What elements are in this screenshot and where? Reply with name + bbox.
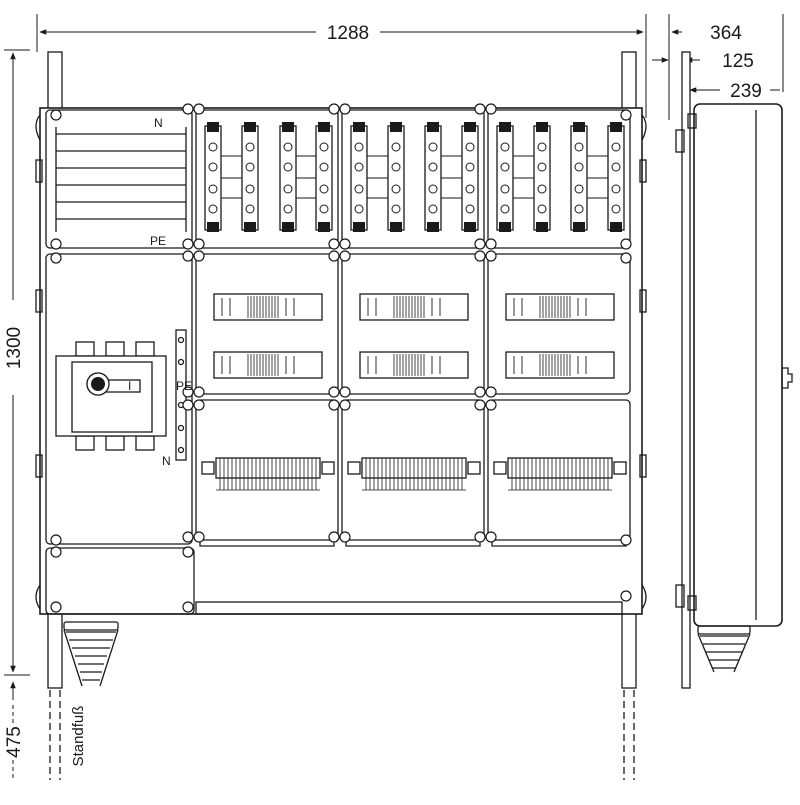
fuse-units — [204, 122, 625, 232]
dim-depth-125: 125 — [722, 51, 754, 72]
standfuss-label: Standfuß — [70, 706, 87, 767]
dim-depth-364: 364 — [710, 23, 742, 44]
mcb-rows — [213, 293, 615, 379]
terminal-pe-label: PE — [176, 379, 192, 393]
dimension-lines — [4, 14, 784, 780]
labels: N PE PE N I Standfuß — [70, 116, 192, 766]
busbar-pe-label: PE — [150, 234, 166, 248]
side-cable-gland — [697, 625, 751, 673]
side-view — [675, 51, 793, 689]
terminal-n-label: N — [162, 454, 171, 468]
dim-foot-475: 475 — [4, 726, 25, 758]
terminal-blocks — [201, 457, 627, 491]
main-switch — [55, 341, 167, 451]
busbar-n-label: N — [154, 116, 163, 130]
dim-height-1300: 1300 — [4, 327, 25, 369]
switch-on-label: I — [128, 379, 131, 393]
dimension-labels: 1288 364 125 239 1300 475 — [4, 23, 762, 758]
panel-screws — [50, 103, 632, 613]
cable-gland — [63, 621, 119, 687]
dim-width-1288: 1288 — [327, 23, 369, 44]
dim-depth-239: 239 — [730, 81, 762, 102]
front-view — [35, 51, 647, 780]
